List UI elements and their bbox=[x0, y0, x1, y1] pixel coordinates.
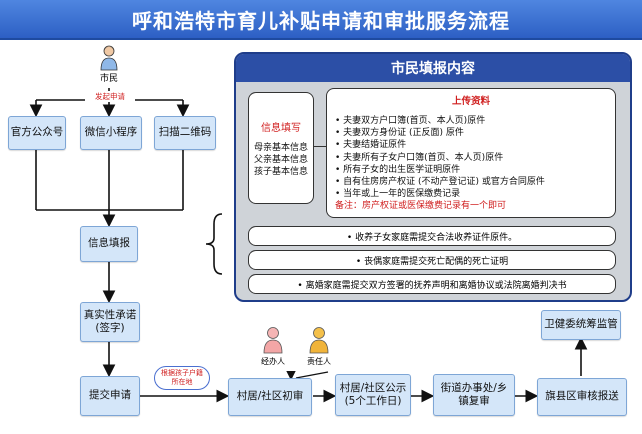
county-review-node: 旗县区审核报送 bbox=[537, 378, 627, 416]
upload-remark: 备注：房产权证或医保缴费记录有一个即可 bbox=[335, 201, 507, 212]
submit-node: 提交申请 bbox=[80, 376, 140, 416]
upload-item-medical: • 当年或上一年的医保缴费记录 bbox=[335, 189, 461, 200]
info-item-mother: 母亲基本信息 bbox=[253, 143, 308, 153]
upload-title: 上传资料 bbox=[451, 96, 490, 107]
channel-wechat-miniprogram[interactable]: 微信小程序 bbox=[80, 116, 142, 150]
citizen-label: 市民 bbox=[99, 74, 118, 84]
street-review-line-2: 镇复审 bbox=[458, 395, 490, 407]
citizen-fill-panel: 市民填报内容 信息填写 母亲基本信息 父亲基本信息 孩子基本信息 上传资料 • … bbox=[234, 52, 632, 302]
info-item-child: 孩子基本信息 bbox=[253, 167, 308, 178]
public-notice-line-2: (5个工作日) bbox=[344, 395, 402, 407]
supervision-node: 卫健委统筹监管 bbox=[541, 310, 621, 340]
upload-item-idcard: • 夫妻双方身份证 (正反面) 原件 bbox=[335, 128, 464, 139]
upload-item-property: • 自有住房房产权证 (不动产登记证) 或官方合同原件 bbox=[335, 177, 545, 188]
public-notice-node: 村居/社区公示 (5个工作日) bbox=[335, 374, 411, 416]
upload-item-marriage: • 夫妻结婚证原件 bbox=[335, 140, 407, 151]
info-fill-box: 信息填写 母亲基本信息 父亲基本信息 孩子基本信息 bbox=[248, 92, 314, 204]
responsible-label: 责任人 bbox=[307, 357, 331, 366]
note-divorced: • 离婚家庭需提交双方签署的抚养声明和离婚协议或法院离婚判决书 bbox=[248, 274, 616, 294]
public-notice-line-1: 村居/社区公示 bbox=[339, 381, 407, 394]
child-location-note: 根据孩子户籍 所在地 bbox=[154, 366, 210, 390]
handler-person-icon bbox=[262, 326, 284, 354]
street-review-node: 街道办事处/乡 镇复审 bbox=[433, 374, 515, 416]
channel-official-account[interactable]: 官方公众号 bbox=[8, 116, 66, 150]
citizen-person-icon bbox=[99, 45, 119, 71]
pledge-line-2: (签字) bbox=[95, 322, 125, 334]
upload-item-hukou: • 夫妻双方户口簿(首页、本人页)原件 bbox=[335, 116, 486, 126]
street-review-line-1: 街道办事处/乡 bbox=[440, 381, 508, 394]
page-title: 呼和浩特市育儿补贴申请和审批服务流程 bbox=[0, 0, 642, 40]
fill-info-node: 信息填报 bbox=[80, 226, 138, 262]
child-location-line-2: 所在地 bbox=[171, 378, 193, 386]
child-location-line-1: 根据孩子户籍 bbox=[161, 369, 203, 377]
village-review-node: 村居/社区初审 bbox=[228, 378, 312, 416]
responsible-person-icon bbox=[308, 326, 330, 354]
upload-item-birth-cert: • 所有子女的出生医学证明原件 bbox=[335, 164, 461, 175]
initiate-label: 发起申请 bbox=[85, 91, 135, 102]
note-widowed: • 丧偶家庭需提交死亡配偶的死亡证明 bbox=[248, 250, 616, 270]
panel-title: 市民填报内容 bbox=[236, 54, 630, 82]
upload-item-children-hukou: • 夫妻所有子女户口簿(首页、本人页)原件 bbox=[335, 152, 504, 163]
upload-box: 上传资料 • 夫妻双方户口簿(首页、本人页)原件 • 夫妻双方身份证 (正反面)… bbox=[326, 88, 616, 218]
handler-label: 经办人 bbox=[261, 357, 285, 366]
note-adoption: • 收养子女家庭需提交合法收养证件原件。 bbox=[248, 226, 616, 246]
pledge-node: 真实性承诺 (签字) bbox=[80, 302, 140, 342]
info-upload-connector bbox=[314, 146, 326, 147]
info-fill-title: 信息填写 bbox=[261, 123, 301, 134]
info-item-father: 父亲基本信息 bbox=[253, 155, 308, 166]
pledge-line-1: 真实性承诺 bbox=[83, 308, 137, 321]
channel-scan-qrcode[interactable]: 扫描二维码 bbox=[154, 116, 216, 150]
